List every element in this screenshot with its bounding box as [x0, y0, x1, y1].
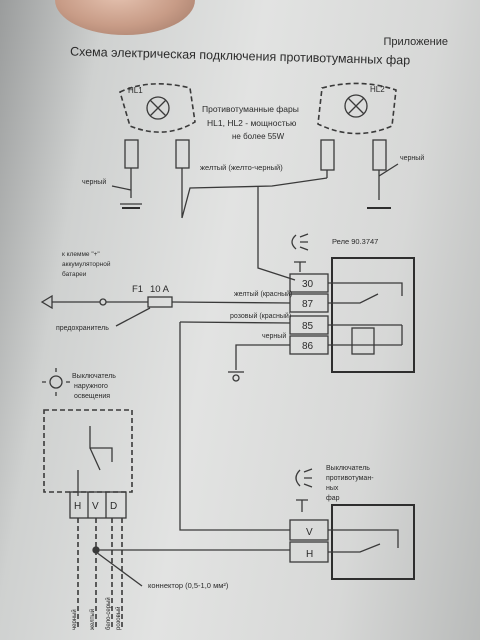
bottom-wire-label-2: желтый [89, 609, 96, 630]
light-switch-label-2: наружного [74, 383, 108, 390]
bottom-wire-label-3: бело-серый [105, 597, 112, 630]
bottom-wire-label-4: розовый [115, 607, 122, 630]
battery-label-2: аккумуляторной [62, 260, 111, 268]
fog-switch-ground-icon [296, 499, 308, 512]
light-switch-terminal-v: V [92, 501, 99, 512]
lamp-description-1: Противотуманные фары [202, 104, 299, 114]
fuse-name: F1 [132, 284, 143, 295]
outside-light-switch: Выключатель наружного освещения H V D [42, 368, 133, 519]
fuse-f1 [147, 296, 173, 308]
relay-ground-icon [294, 261, 306, 272]
fog-lamp-symbol-icon [295, 468, 313, 488]
sun-icon [42, 368, 70, 396]
lamp-symbol-icon [291, 233, 309, 251]
fog-switch-label-1: Выключатель [326, 465, 370, 472]
wire-label-yellow-black: желтый (желто-черный) [200, 163, 283, 172]
fog-lamp-hl1: HL1 [119, 83, 196, 209]
wire-label-black-relay: черный [262, 332, 286, 340]
wire-label-pink-red: розовый (красный) [230, 312, 291, 320]
lamp-hl2-label: HL2 [370, 85, 385, 94]
fog-switch-label-3: ных [326, 485, 339, 492]
fuse-rating: 10 A [150, 284, 170, 295]
relay-block: Реле 90.3747 30 87 85 86 [289, 233, 415, 373]
fog-switch-label-2: противотуман- [326, 475, 374, 482]
lamp-hl1-label: HL1 [128, 86, 143, 95]
battery-label-3: батареи [62, 270, 87, 278]
lamp-description-3: не более 55W [232, 132, 285, 141]
light-switch-label-3: освещения [74, 393, 110, 400]
relay-terminal-87: 87 [302, 299, 314, 310]
diagram-title: Схема электрическая подключения противот… [70, 45, 411, 68]
relay-terminal-30: 30 [302, 279, 314, 290]
wire-label-black-right: черный [400, 154, 424, 162]
fuse-label: предохранитель [56, 325, 109, 332]
battery-label-1: к клемме "+" [62, 251, 100, 258]
fog-switch-terminal-v: V [306, 527, 313, 538]
light-switch-label-1: Выключатель [72, 373, 116, 380]
fog-lamp-hl2: HL2 [317, 82, 397, 209]
fog-switch-label-4: фар [326, 495, 340, 502]
lamp-description-2: HL1, HL2 - мощностью [207, 118, 297, 128]
wire-label-black-left: черный [82, 178, 106, 186]
fog-switch-terminal-h: H [306, 549, 313, 560]
relay-terminal-86: 86 [302, 341, 314, 352]
connector-label: коннектор (0,5-1,0 мм²) [148, 581, 229, 590]
wire-label-yellow-red: желтый (красный) [234, 290, 292, 298]
relay-label: Реле 90.3747 [332, 237, 378, 246]
fog-lamp-switch: Выключатель противотуман- ных фар V H [289, 465, 415, 580]
light-switch-terminal-h: H [74, 501, 81, 512]
relay-terminal-85: 85 [302, 321, 314, 332]
battery-feed: к клемме "+" аккумуляторной батареи F1 1… [40, 251, 291, 332]
appendix-label: Приложение [383, 36, 448, 48]
light-switch-terminal-d: D [110, 501, 117, 512]
bottom-wire-label-1: черный [71, 609, 78, 630]
